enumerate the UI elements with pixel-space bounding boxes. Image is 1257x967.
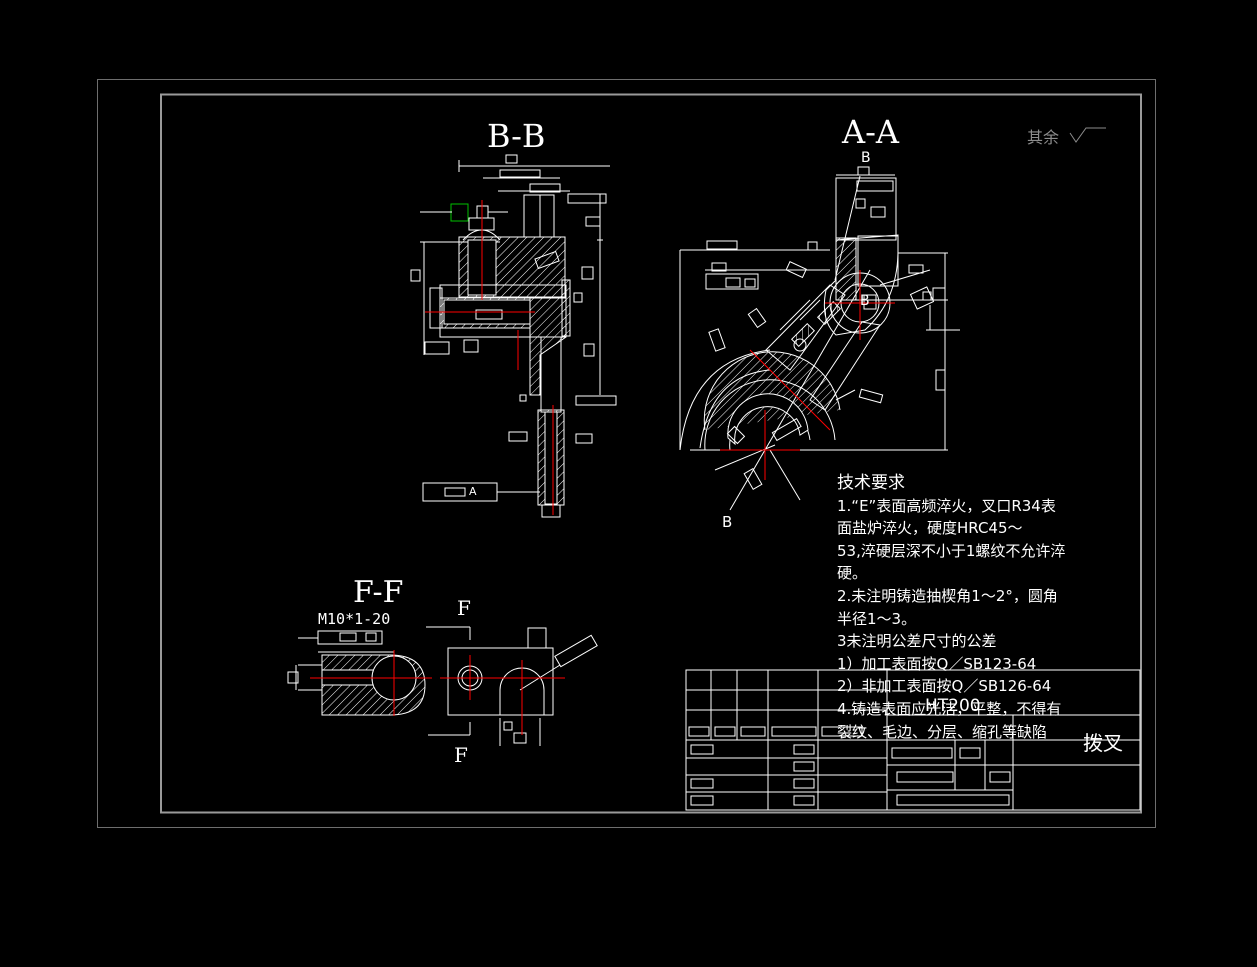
aa-section-view [679,166,960,511]
tech-line: 53,淬硬层深不小于1螺纹不允许淬 [837,541,1066,560]
ff-section-view [287,626,598,746]
tech-line: 裂纹、毛边、分层、缩孔等缺陷 [837,722,1048,741]
tech-line: 硬。 [837,564,868,583]
tech-line: 面盐炉淬火，硬度HRC45～ [837,519,1023,538]
tech-line: 1.“E”表面高频淬火，叉口R34表 [837,496,1056,515]
section-label-aa: A-A [842,113,900,151]
section-label-bb: B-B [487,117,546,155]
marker-ff-top: F [457,596,471,620]
tech-requirements-title: 技术要求 [837,473,905,493]
aa-center-lines [720,270,895,480]
tech-line: 2.未注明铸造抽楔角1～2°，圆角 [837,586,1058,605]
marker-bb-a: A [469,485,477,498]
outer-border [97,79,1156,828]
roughness-icon [1069,127,1106,143]
tech-line: 半径1～3。 [837,609,917,628]
tech-line: 1）加工表面按Q／SB123-64 [837,654,1037,673]
tech-line: 3未注明公差尺寸的公差 [837,632,997,651]
technical-requirements: 技术要求 1.“E”表面高频淬火，叉口R34表 面盐炉淬火，硬度HRC45～ 5… [837,472,1127,743]
bb-section-view [410,154,617,518]
marker-aa-bottom-b: B [722,513,733,531]
roughness-note: 其余 [1027,128,1060,147]
tech-line: 2）非加工表面按Q／SB126-64 [837,677,1052,696]
title-block [685,669,1141,811]
part-name: 拨叉 [1083,731,1123,755]
thread-label: M10*1-20 [318,610,391,628]
material-label: HT200 [925,696,981,716]
marker-ff-bottom: F [454,743,468,767]
inner-border [160,93,1142,814]
tech-line: 4.铸造表面应光洁，平整，不得有 [837,699,1062,718]
marker-aa-circle-b: B [860,293,870,309]
section-label-ff: F-F [353,575,404,610]
bb-center-lines [425,200,554,515]
marker-aa-top-b: B [861,150,871,166]
ff-center-lines [310,650,565,735]
